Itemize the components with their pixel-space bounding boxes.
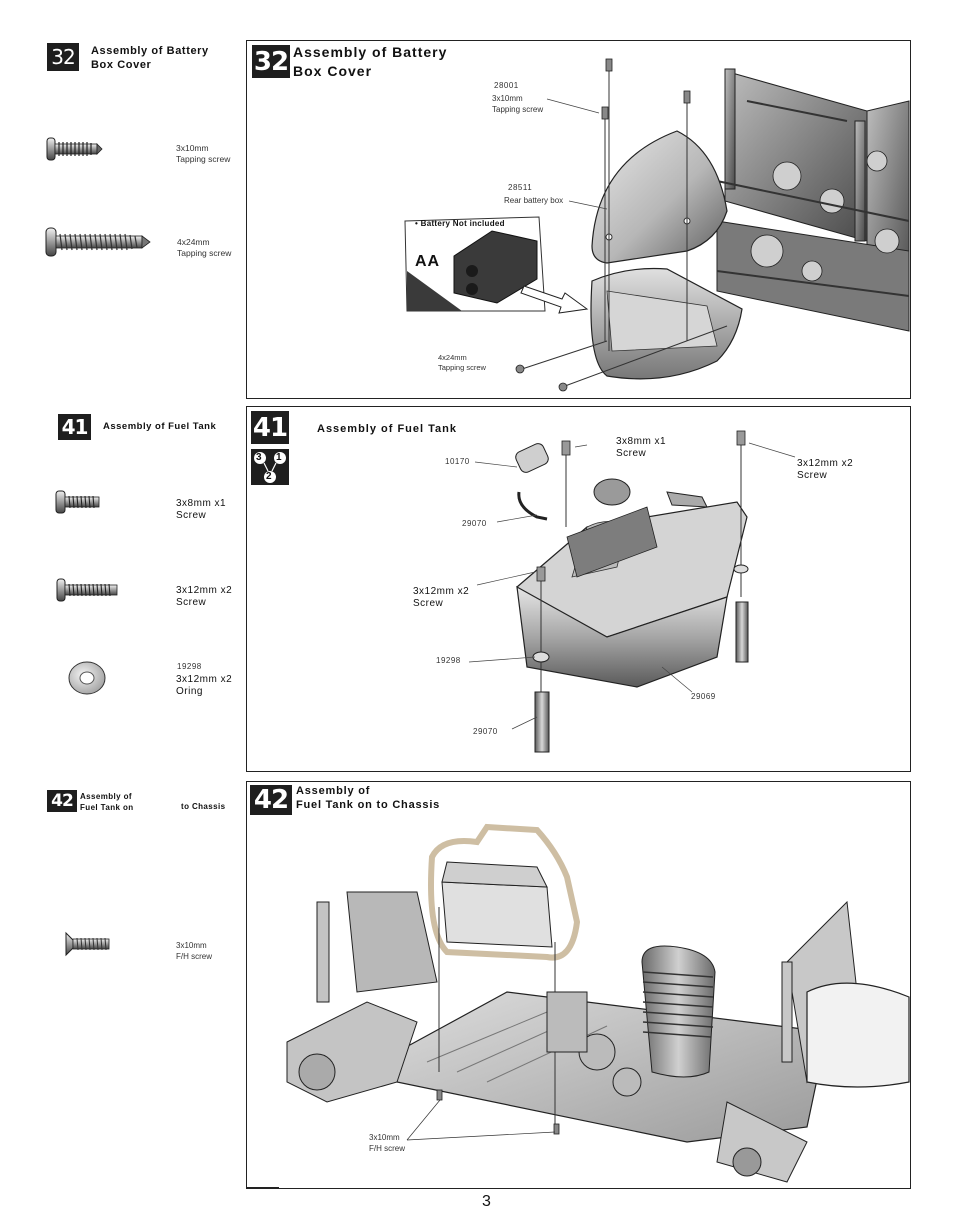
part-label: 3x12mm x2 Oring <box>176 674 232 698</box>
part-label-line2: Tapping screw <box>176 154 231 164</box>
battery-type: AA <box>415 253 441 270</box>
step-title-line1: Assembly of Battery <box>91 45 209 57</box>
screw-3x12-icon <box>56 578 118 602</box>
oring-icon <box>68 661 106 695</box>
part-label-line2: Screw <box>176 597 207 608</box>
footer-rule <box>247 1187 279 1189</box>
screw-3x8-icon <box>55 490 100 514</box>
part-label-line1: 3x10mm <box>176 143 209 153</box>
callout-line1: 3x10mm <box>492 94 523 103</box>
step-number-badge-large: 41 <box>251 411 289 444</box>
battery-box-assembly-illustration <box>404 58 910 392</box>
step-title-line2: Fuel Tank on to Chassis <box>296 799 441 811</box>
callout-line1: 3x12mm x2 <box>413 586 470 597</box>
callout-label: 3x10mm Tapping screw <box>492 93 543 115</box>
part-number: 10170 <box>445 457 470 466</box>
step-title-line1: Assembly of Battery <box>293 44 448 60</box>
step-number-badge: 42 <box>47 790 77 812</box>
part-label-line2: Oring <box>176 686 203 697</box>
step-title-large: Assembly of Battery Box Cover <box>293 43 447 81</box>
callout-line2: F/H screw <box>369 1144 405 1153</box>
step-title-line2: Box Cover <box>293 63 373 79</box>
step-number-badge-large: 32 <box>252 45 290 78</box>
part-number: 29070 <box>473 727 498 736</box>
fh-screw-3x10-icon <box>65 931 110 957</box>
chassis-assembly-illustration <box>286 823 910 1183</box>
step-number-badge: 32 <box>47 43 79 71</box>
callout-label: 4x24mm Tapping screw <box>438 353 486 373</box>
part-label-line1: 3x8mm x1 <box>176 498 227 509</box>
part-label-line2: F/H screw <box>176 952 212 961</box>
callout-line2: Screw <box>616 448 647 459</box>
callout-line1: 4x24mm <box>438 353 467 362</box>
step-title-line1: Assembly of <box>296 785 371 797</box>
part-label-line1: 3x12mm x2 <box>176 674 233 685</box>
fuel-tank-assembly-illustration <box>468 430 796 753</box>
order-num-1: 1 <box>276 452 282 463</box>
part-label: 3x10mm Tapping screw <box>176 143 230 165</box>
part-number: 29070 <box>462 519 487 528</box>
part-number: 19298 <box>177 662 202 671</box>
part-label-line1: 4x24mm <box>177 237 210 247</box>
part-label-line1: 3x10mm <box>176 941 207 950</box>
battery-note: • Battery Not included <box>415 219 505 228</box>
part-label: 3x10mm F/H screw <box>176 940 212 962</box>
step-number-badge-large: 42 <box>250 785 292 815</box>
callout-line2: Tapping screw <box>492 105 544 114</box>
part-label: 3x8mm x1 Screw <box>176 498 226 522</box>
step-title-line2a: Fuel Tank on <box>80 803 134 812</box>
part-label: 4x24mm Tapping screw <box>177 237 231 259</box>
callout-label: 3x12mm x2 Screw <box>797 458 853 482</box>
callout-line2: Screw <box>413 598 444 609</box>
part-label: 3x12mm x2 Screw <box>176 585 232 609</box>
tightening-order-icon: 3 1 2 <box>251 449 289 485</box>
part-number: 28001 <box>494 81 519 90</box>
tapping-screw-3x10-icon <box>46 137 103 161</box>
callout-line2: Screw <box>797 470 828 481</box>
callout-line1: 3x8mm x1 <box>616 436 667 447</box>
part-number: 28511 <box>508 183 533 192</box>
part-label-line1: 3x12mm x2 <box>176 585 233 596</box>
part-number: 19298 <box>436 656 461 665</box>
callout-label: 3x8mm x1 Screw <box>616 436 666 460</box>
step-title: Assembly of Fuel Tank <box>103 421 217 432</box>
callout-label: 3x12mm x2 Screw <box>413 586 469 610</box>
callout-line2: Tapping screw <box>438 363 486 372</box>
part-label-line2: Screw <box>176 510 207 521</box>
tapping-screw-4x24-icon <box>45 227 151 257</box>
order-num-3: 3 <box>256 452 262 463</box>
callout-label: 3x10mm F/H screw <box>369 1132 405 1154</box>
step-title: Assembly of Fuel Tank on <box>80 791 134 813</box>
step-title-large: Assembly of Fuel Tank on to Chassis <box>296 784 440 812</box>
step-title-line1: Assembly of <box>80 792 132 801</box>
step-title-line2: Box Cover <box>91 59 152 71</box>
page-number: 3 <box>482 1193 491 1210</box>
part-label-line2: Tapping screw <box>177 248 232 258</box>
step-number-badge: 41 <box>58 414 91 440</box>
order-num-2: 2 <box>266 471 272 482</box>
callout-line1: 3x12mm x2 <box>797 458 854 469</box>
step-title-large: Assembly of Fuel Tank <box>317 423 457 435</box>
step-title-line2b: to Chassis <box>181 802 226 811</box>
part-name: Rear battery box <box>504 196 564 205</box>
step-title: Assembly of Battery Box Cover <box>91 44 209 72</box>
callout-line1: 3x10mm <box>369 1133 400 1142</box>
part-number: 29069 <box>691 692 716 701</box>
